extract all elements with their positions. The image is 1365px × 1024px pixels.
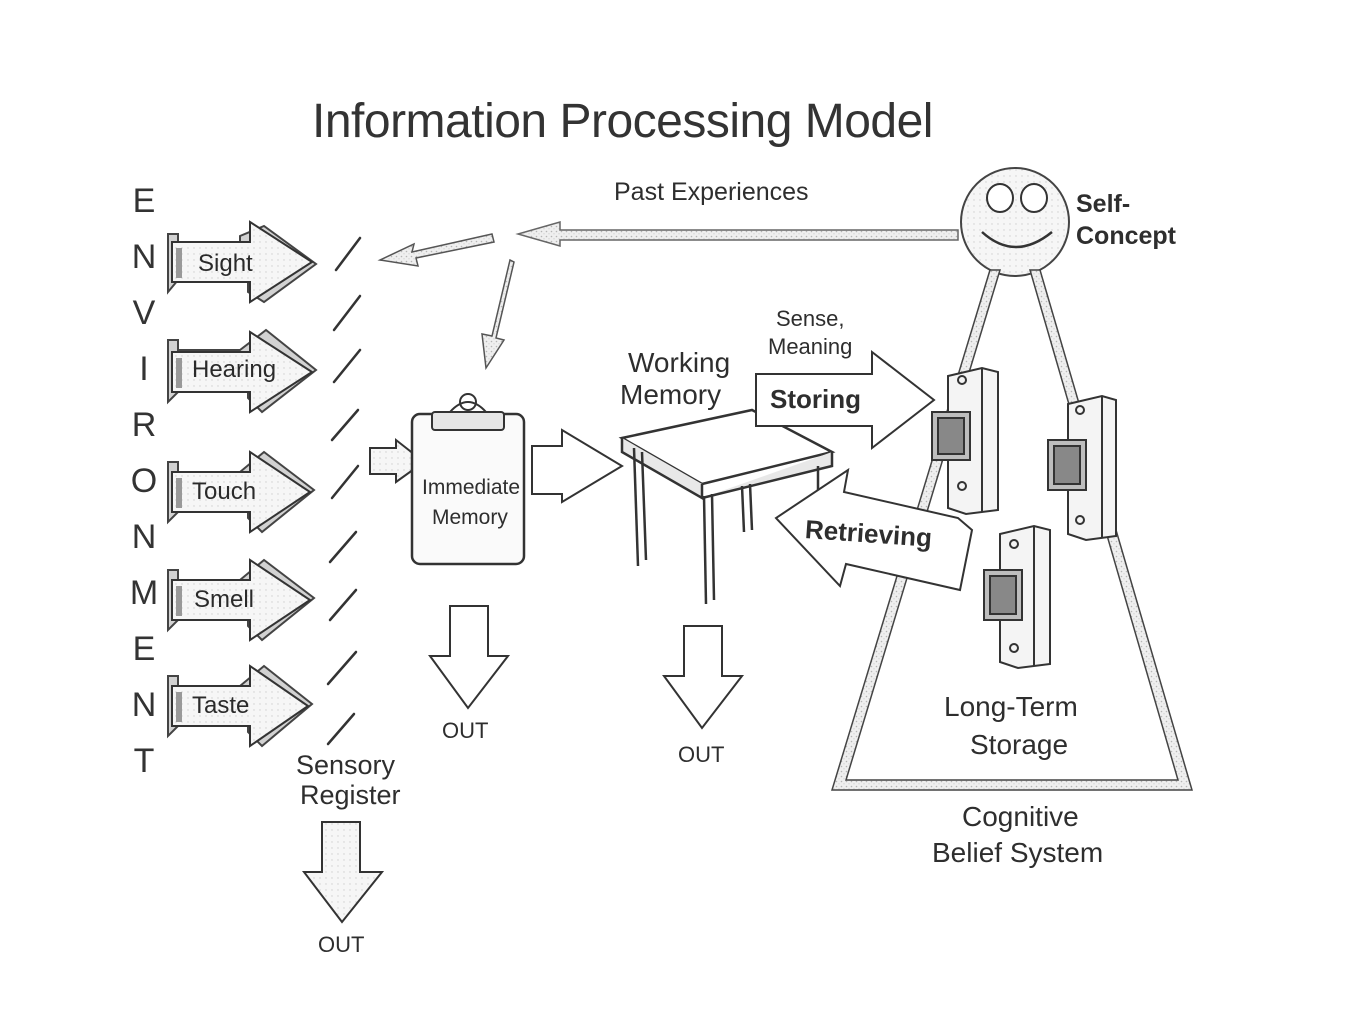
sense-arrows: [167, 220, 318, 748]
sense-label-hearing: Hearing: [192, 356, 277, 383]
environment-letter: N: [131, 238, 157, 276]
taste-arrow: [167, 664, 314, 748]
file-cabinet-1-icon: [931, 366, 999, 516]
touch-arrow: [167, 450, 316, 534]
past-experiences-arrow: [377, 221, 959, 371]
page-title: Information Processing Model: [312, 95, 933, 148]
left-eye-icon: [986, 183, 1014, 213]
self-concept-face: [960, 167, 1070, 277]
environment-letter: O: [130, 462, 158, 500]
working-memory-label-line2: Memory: [620, 379, 722, 410]
self-concept-label-line1: Self-: [1076, 190, 1131, 218]
out-label-working: OUT: [678, 742, 725, 767]
long-term-storage-label-line1: Long-Term: [944, 691, 1078, 722]
storing-arrow: [755, 349, 936, 451]
file-cabinet-2-icon: [1047, 394, 1117, 542]
smell-arrow: [167, 558, 316, 642]
cognitive-belief-label-line2: Belief System: [932, 837, 1104, 868]
environment-letter: N: [131, 686, 157, 724]
environment-letter: E: [132, 630, 156, 668]
immediate-memory-label-line2: Memory: [432, 506, 508, 529]
environment-letter: R: [131, 406, 157, 444]
smile-icon: [981, 231, 1053, 249]
table-icon: [618, 408, 836, 605]
environment-letter: M: [129, 574, 159, 612]
sense-label-touch: Touch: [192, 478, 257, 505]
immediate-to-working-arrow: [531, 428, 624, 504]
sensory-register-label-line1: Sensory: [296, 750, 396, 780]
out-arrow-sensory: [301, 821, 385, 924]
storing-label: Storing: [770, 384, 861, 414]
long-term-storage-label-line2: Storage: [970, 729, 1069, 760]
right-eye-icon: [1020, 183, 1048, 213]
environment-letter: V: [132, 294, 156, 332]
out-arrow-working: [662, 625, 745, 730]
immediate-memory-label-line1: Immediate: [422, 476, 521, 499]
retrieving-arrow: [774, 467, 974, 592]
past-experiences-label: Past Experiences: [614, 178, 809, 206]
hearing-arrow: [167, 328, 318, 414]
out-label-sensory: OUT: [318, 932, 365, 957]
clipboard-icon: [410, 393, 526, 566]
sense-meaning-label-line2: Meaning: [768, 334, 853, 359]
environment-letter: T: [133, 742, 155, 780]
sense-label-sight: Sight: [198, 250, 253, 277]
touch-to-immediate-arrow: [369, 437, 426, 484]
self-concept-label-line2: Concept: [1076, 222, 1176, 250]
sensory-register-slashes: [326, 236, 362, 746]
out-label-immediate: OUT: [442, 718, 489, 743]
sense-label-smell: Smell: [194, 586, 255, 613]
sensory-register-label-line2: Register: [300, 780, 401, 810]
cognitive-belief-label-line1: Cognitive: [962, 801, 1079, 832]
environment-letter: I: [139, 350, 149, 388]
sense-meaning-label-line1: Sense,: [776, 306, 845, 331]
environment-letter: N: [131, 518, 157, 556]
environment-letter: E: [132, 182, 156, 220]
working-memory-label-line1: Working: [628, 347, 731, 378]
sense-label-taste: Taste: [192, 692, 250, 719]
sight-arrow: [167, 220, 318, 304]
file-cabinet-3-icon: [983, 524, 1051, 670]
out-arrow-immediate: [428, 605, 511, 710]
